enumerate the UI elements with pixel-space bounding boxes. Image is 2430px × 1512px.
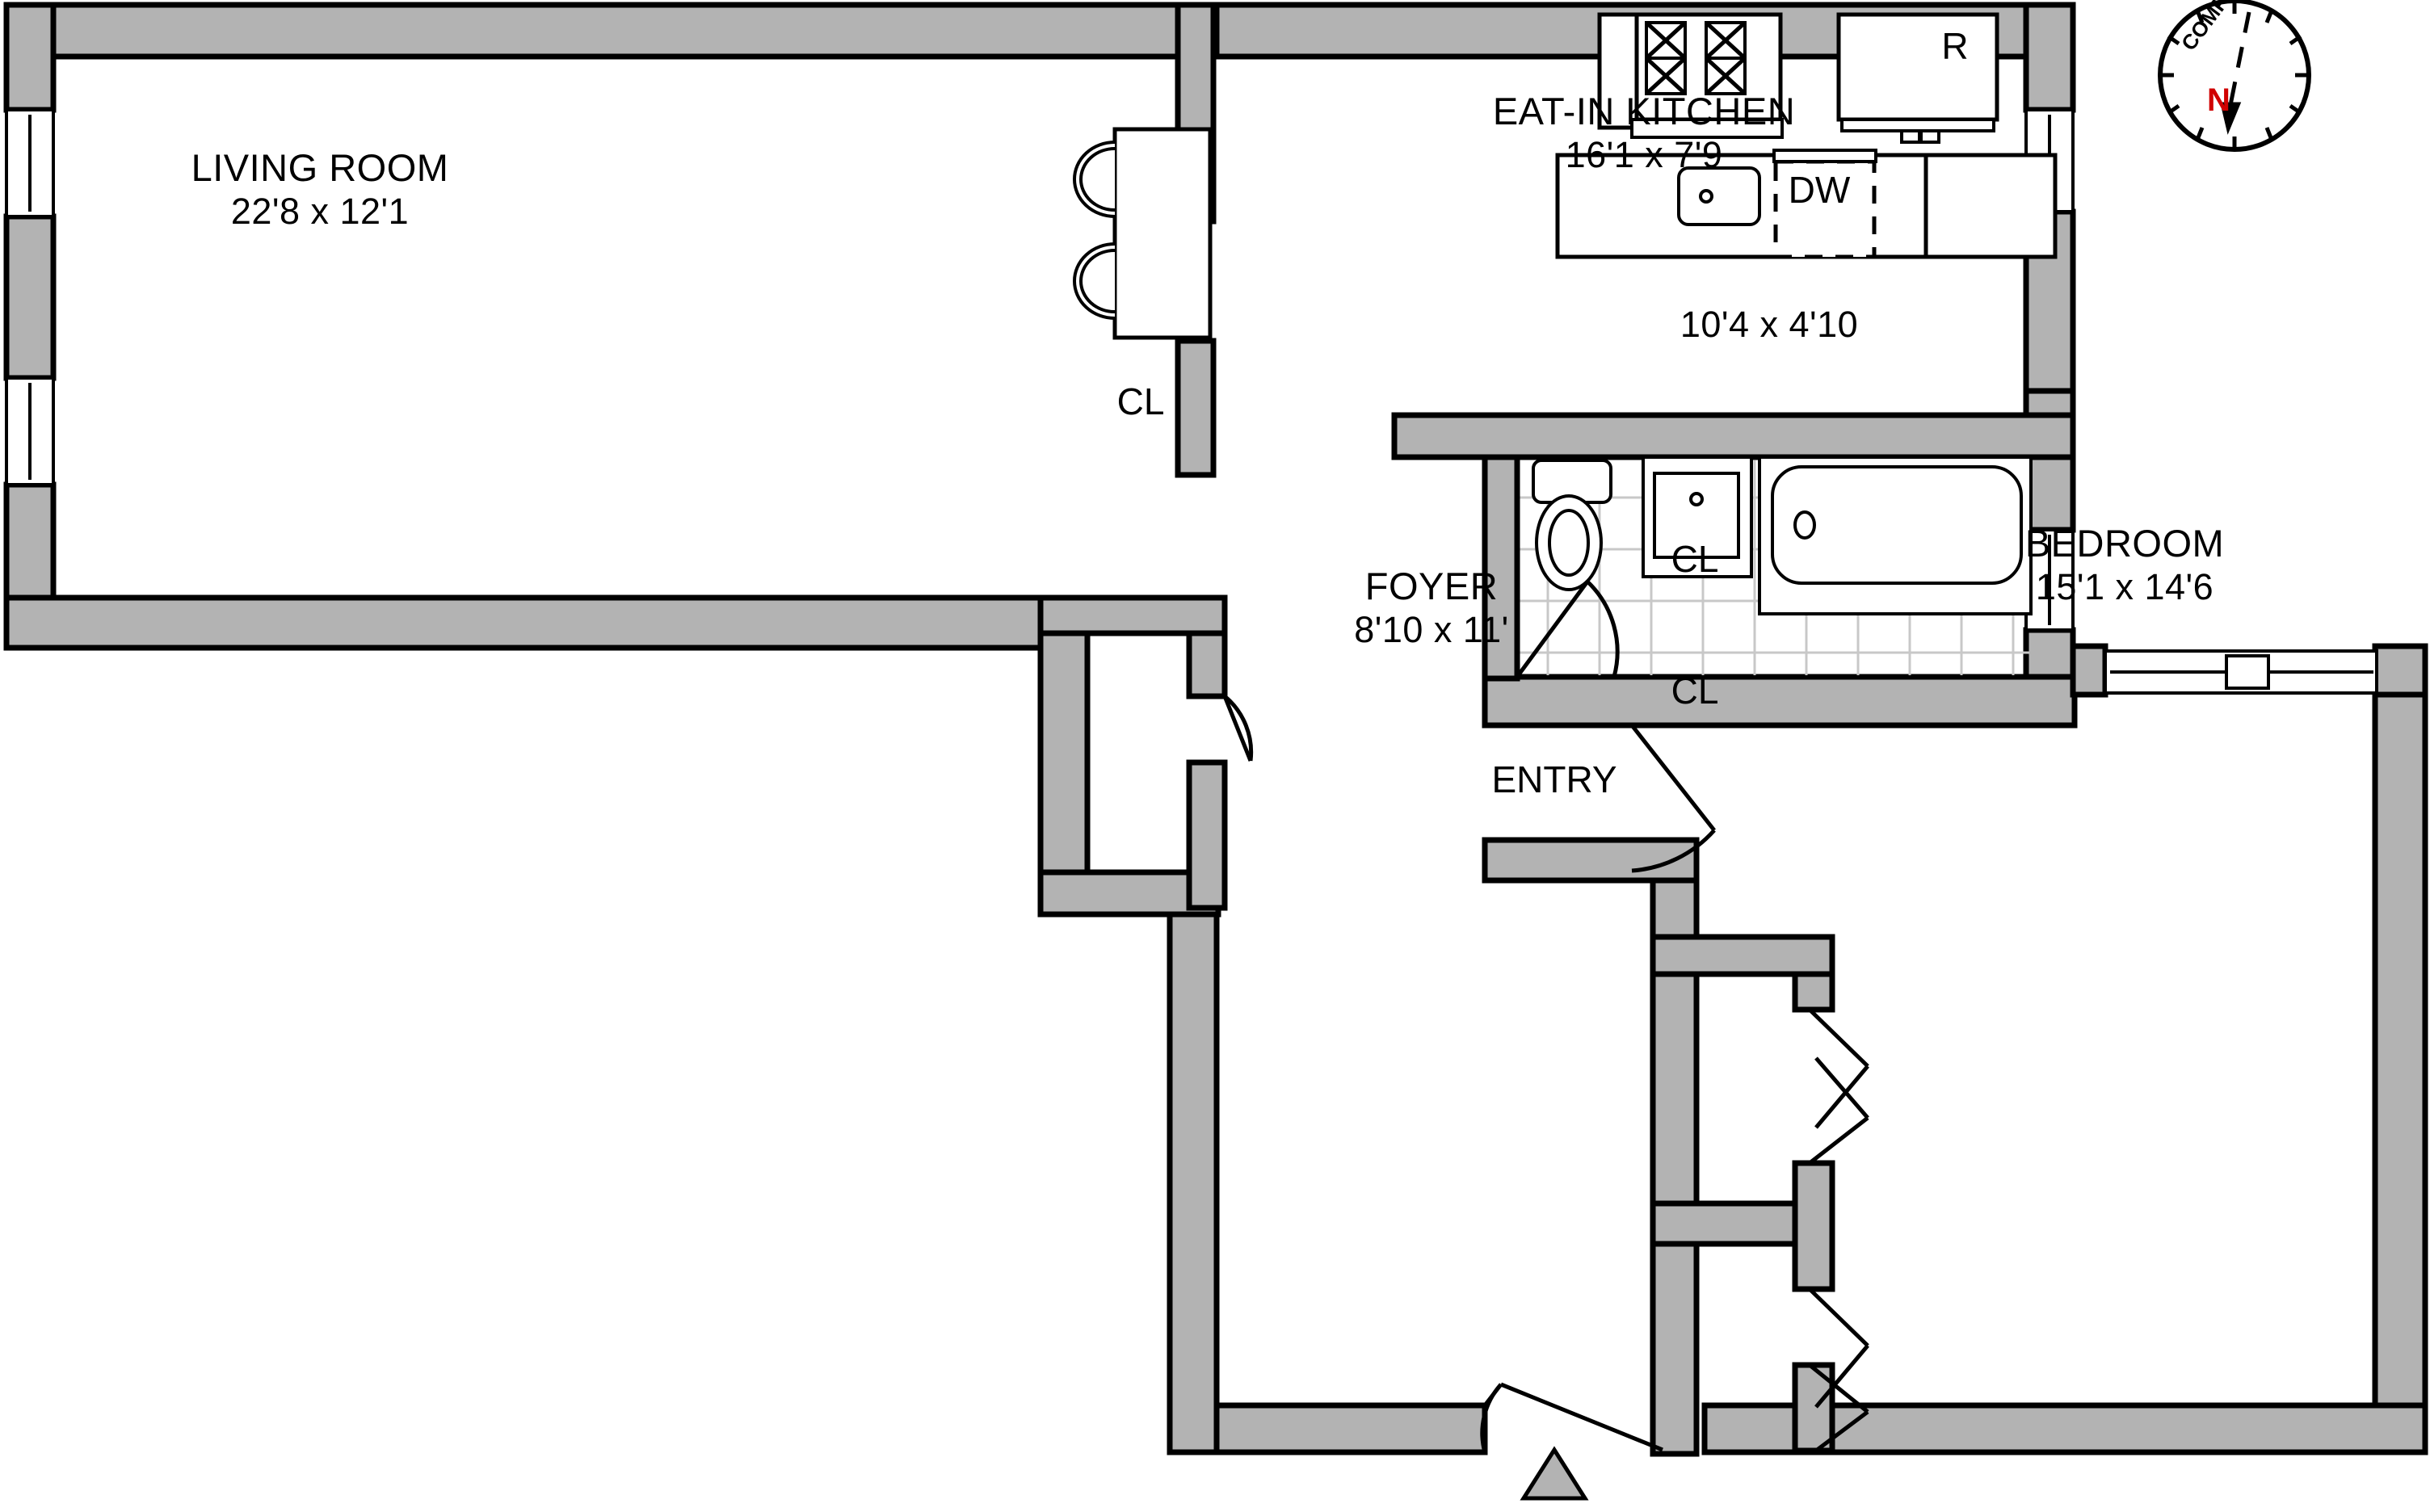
- wall-living-left-mid: [3, 213, 57, 381]
- appliance-label-refrigerator: R: [1941, 25, 1969, 67]
- wall-bath-left: [1482, 454, 1520, 682]
- wall-closet-foyer-top: [1037, 594, 1228, 636]
- bathroom-sink: [1642, 456, 1753, 578]
- closet-label-bedroom-upper: CL: [1671, 538, 1719, 580]
- room-label-living-room: LIVING ROOM 22'8 x 12'1: [191, 145, 449, 233]
- room-name-bedroom: BEDROOM: [2024, 522, 2225, 565]
- room-name-living-room: LIVING ROOM: [191, 146, 449, 189]
- entry-label: ENTRY: [1491, 758, 1617, 800]
- bathroom-fixtures: [1482, 454, 2033, 682]
- wall-foyer-right: [1650, 837, 1700, 1457]
- door-closet-bedroom-upper: [1808, 1008, 1869, 1129]
- room-name-eat-in-kitchen: EAT-IN KITCHEN: [1492, 90, 1796, 132]
- wall-bath-bottom: [1482, 674, 2078, 729]
- door-hall-bedroom: [1630, 724, 1716, 873]
- window-bedroom-top: [2104, 649, 2378, 695]
- window-living-left-2: [5, 376, 55, 486]
- wall-closet-foyer-left: [1037, 594, 1091, 918]
- closet-label-foyer: CL: [1116, 380, 1165, 422]
- room-label-eat-in-kitchen: EAT-IN KITCHEN 16'1 x 7'9: [1493, 89, 1795, 177]
- bathroom-door: [1515, 580, 1620, 678]
- wall-right-upper: [2023, 2, 2076, 113]
- room-dims-living-room: 22'8 x 12'1: [230, 191, 410, 233]
- room-name-foyer: FOYER: [1364, 565, 1499, 607]
- room-label-bedroom: BEDROOM 15'1 x 14'6: [2025, 521, 2224, 609]
- kitchen-sink: [1677, 166, 1761, 226]
- bathtub: [1758, 456, 2033, 615]
- window-living-left-1: [5, 108, 55, 218]
- wall-living-top: [3, 2, 1220, 60]
- door-closet-foyer: [1222, 695, 1254, 762]
- wall-bedroom-right: [2372, 691, 2428, 1449]
- wall-closet-bedroom-lower-right: [1792, 1362, 1835, 1454]
- chair-1: [1073, 141, 1116, 218]
- wall-closet-foyer-right-lower: [1186, 759, 1228, 911]
- room-label-foyer: FOYER 8'10 x 11': [1354, 564, 1508, 652]
- door-closet-bedroom-lower: [1808, 1287, 1869, 1409]
- chair-2: [1073, 242, 1116, 320]
- wall-foyer-left: [1167, 869, 1220, 1455]
- toilet: [1532, 459, 1612, 591]
- room-label-bathroom: 10'4 x 4'10: [1680, 303, 1858, 346]
- door-group: [1222, 695, 1869, 1453]
- closet-label-bedroom-lower: CL: [1671, 670, 1719, 712]
- compass-north-label: N: [2207, 82, 2230, 118]
- wall-kitchen-bath-divider: [1391, 412, 2076, 460]
- dining-counter: [1112, 127, 1213, 340]
- door-closet-bedroom-upper-2: [1808, 1056, 1869, 1165]
- wall-closet-bedroom-mid-right: [1792, 1160, 1835, 1292]
- stove-range: [1630, 12, 1784, 139]
- room-dims-foyer: 8'10 x 11': [1354, 609, 1509, 651]
- kitchen-fixtures: [1555, 12, 2058, 259]
- compass-rose: [2158, 0, 2311, 152]
- wall-living-bottom: [3, 594, 1060, 651]
- wall-living-left-upper: [3, 2, 57, 113]
- room-dims-eat-in-kitchen: 16'1 x 7'9: [1565, 134, 1723, 176]
- door-entry: [1480, 1382, 1663, 1453]
- dishwasher: [1772, 149, 1877, 259]
- door-closet-bedroom-lower-2: [1808, 1363, 1869, 1452]
- refrigerator: [1836, 12, 1999, 144]
- wall-bedroom-top-left-stub: [2070, 643, 2108, 698]
- wall-right-bath: [2023, 388, 2076, 533]
- room-dims-bedroom: 15'1 x 14'6: [2035, 566, 2214, 608]
- wall-hall-segment: [1482, 837, 1700, 884]
- window-group: [5, 108, 2378, 695]
- entry-marker-triangle: [1520, 1446, 1589, 1501]
- window-bath-right: [2024, 528, 2075, 632]
- wall-living-right-lower: [1175, 338, 1217, 478]
- appliance-label-dishwasher: DW: [1788, 169, 1851, 211]
- living-room-furniture: [1073, 127, 1213, 340]
- room-dims-bathroom: 10'4 x 4'10: [1680, 304, 1859, 345]
- wall-closet-bedroom-upper-top: [1650, 934, 1835, 977]
